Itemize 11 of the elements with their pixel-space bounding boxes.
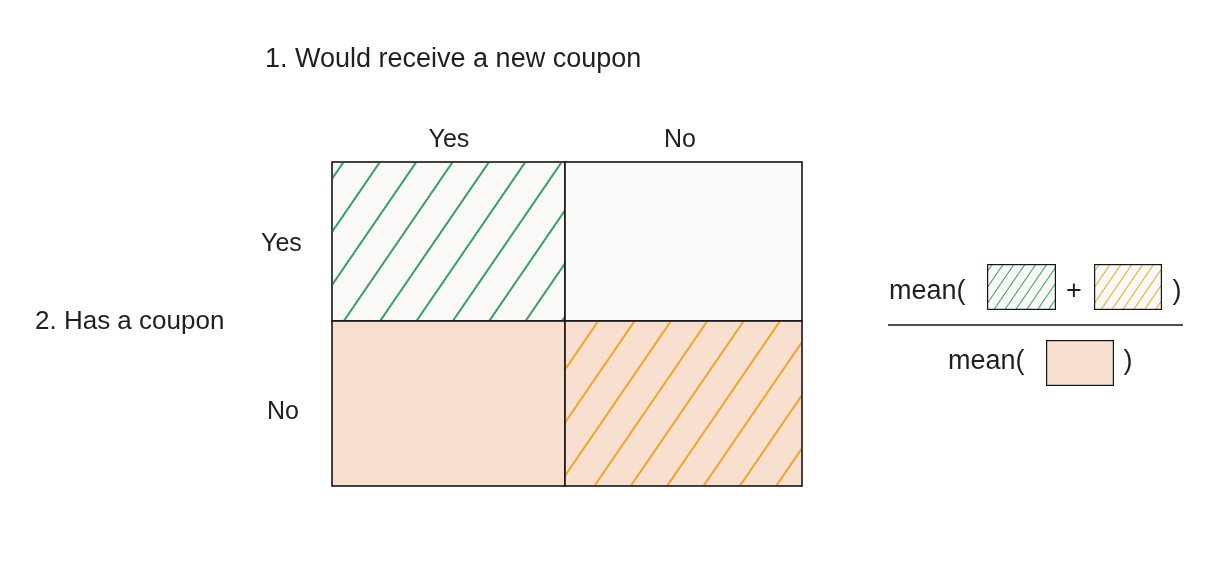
axis-title: 2. Has a coupon — [35, 306, 225, 336]
column-label: Yes — [428, 123, 470, 153]
column-label: No — [664, 123, 696, 153]
axis-title: 1. Would receive a new coupon — [265, 42, 642, 74]
plus-sign: + — [1066, 274, 1082, 306]
row-label: No — [267, 395, 299, 425]
formula-text: mean( — [948, 344, 1025, 376]
row-label: Yes — [261, 227, 302, 257]
formula-text: ) — [1123, 344, 1133, 376]
formula-text: mean( — [889, 274, 966, 306]
formula-text: ) — [1172, 274, 1182, 306]
